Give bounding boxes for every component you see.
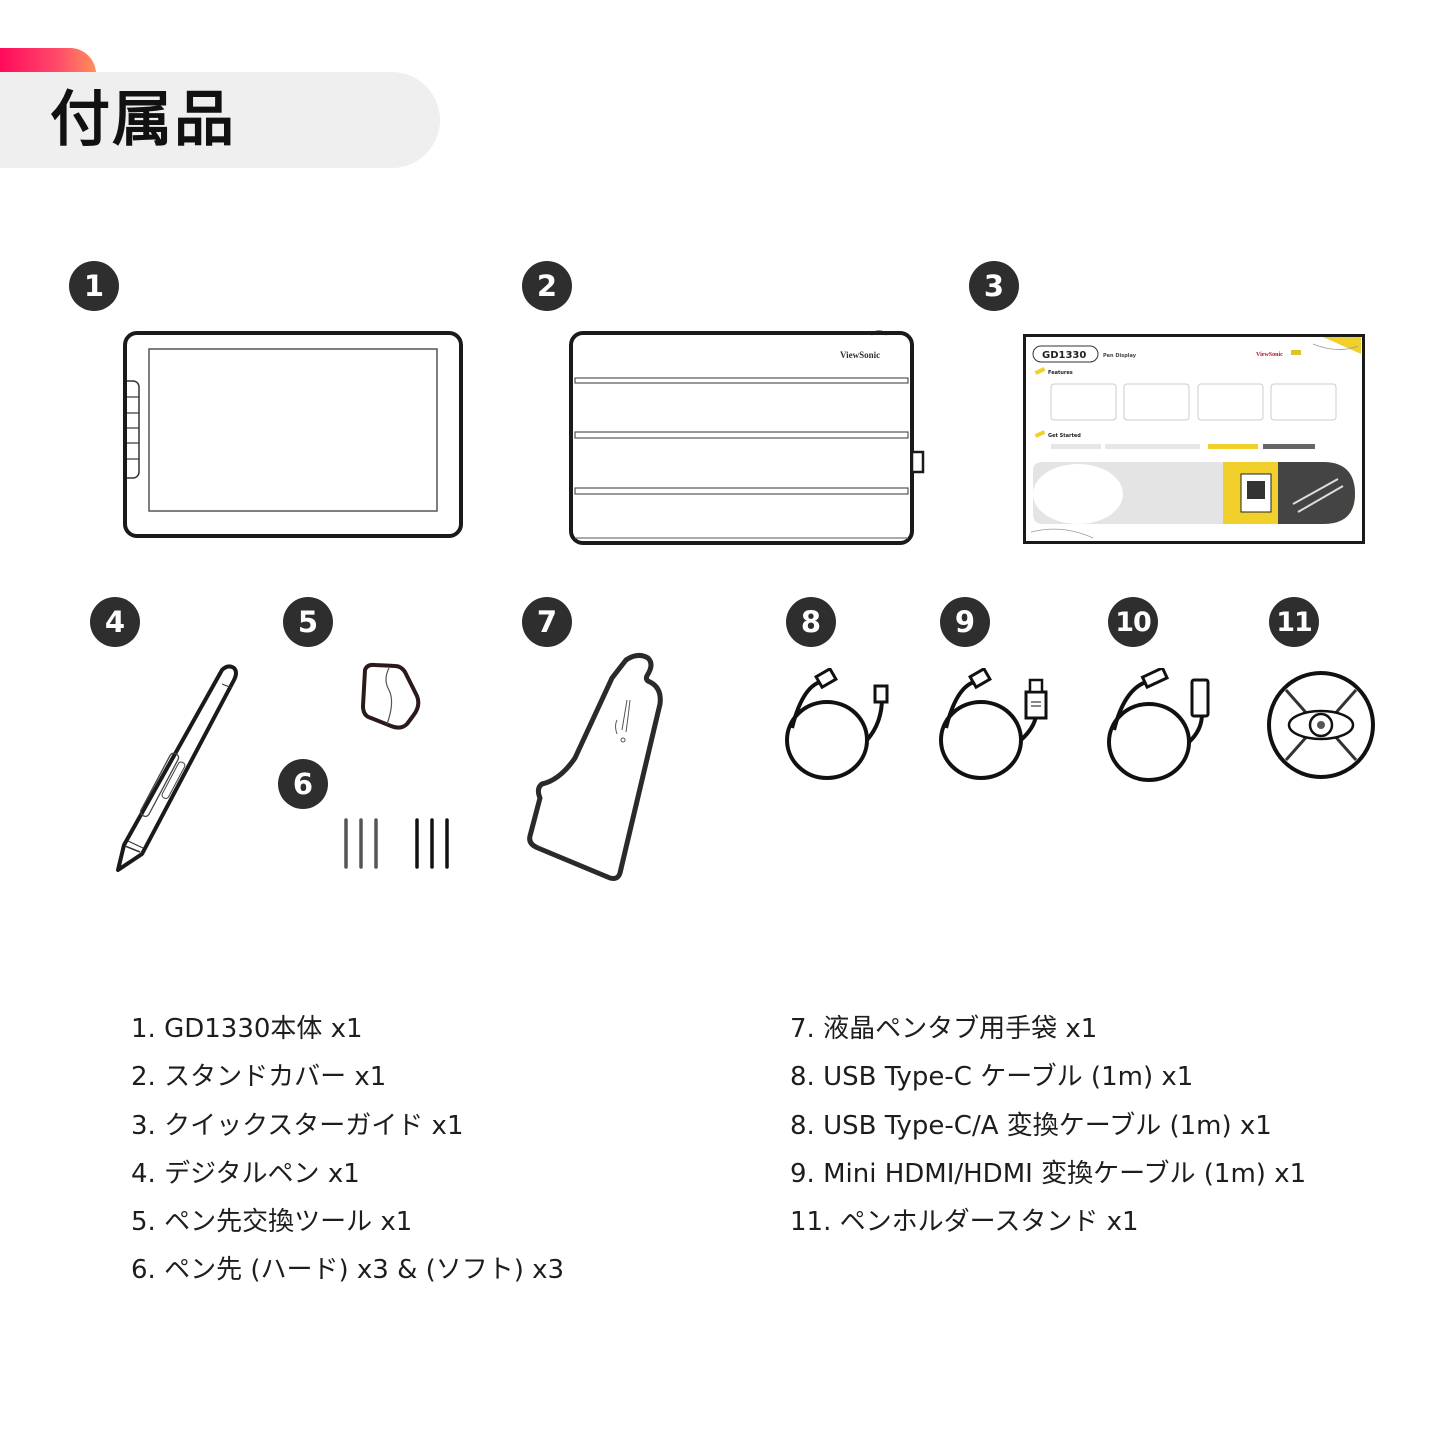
pen-holder-stand-illustration — [1267, 671, 1375, 779]
list-item: 1. GD1330本体 x1 — [131, 1014, 363, 1044]
badge-1: 1 — [69, 261, 119, 311]
badge-3: 3 — [969, 261, 1019, 311]
pen-display-illustration — [123, 331, 463, 538]
badge-5: 5 — [283, 597, 333, 647]
badge-4: 4 — [90, 597, 140, 647]
usb-c-cable-illustration — [785, 668, 889, 780]
badge-7: 7 — [522, 597, 572, 647]
nib-removal-tool-illustration — [361, 662, 421, 730]
digital-pen-illustration — [116, 664, 238, 872]
list-item: 11. ペンホルダースタンド x1 — [790, 1207, 1139, 1238]
quick-start-guide-illustration: GD1330 Pen Display ViewSonic Features Ge… — [1023, 334, 1365, 544]
badge-11: 11 — [1269, 597, 1319, 647]
svg-text:ViewSonic: ViewSonic — [1256, 352, 1283, 358]
list-item: 9. Mini HDMI/HDMI 変換ケーブル (1m) x1 — [790, 1158, 1307, 1189]
badge-10: 10 — [1108, 597, 1158, 647]
viewsonic-logo: ViewSonic — [840, 350, 880, 360]
page-title: 付属品 — [50, 85, 236, 155]
list-item: 5. ペン先交換ツール x1 — [131, 1207, 413, 1238]
list-item: 8. USB Type-C/A 変換ケーブル (1m) x1 — [790, 1110, 1272, 1141]
list-item: 8. USB Type-C ケーブル (1m) x1 — [790, 1062, 1194, 1093]
svg-text:GD1330: GD1330 — [1042, 350, 1086, 361]
badge-9: 9 — [940, 597, 990, 647]
badge-2: 2 — [522, 261, 572, 311]
list-item: 2. スタンドカバー x1 — [131, 1062, 387, 1093]
drawing-glove-illustration — [527, 652, 663, 881]
title-pill — [0, 72, 440, 168]
svg-text:Pen Display: Pen Display — [1103, 353, 1137, 359]
items-list-left: 1. GD1330本体 x1 2. スタンドカバー x1 3. クイックスターガ… — [131, 1005, 564, 1295]
svg-text:Get Started: Get Started — [1048, 433, 1081, 439]
mini-hdmi-cable-illustration — [1107, 668, 1210, 782]
stand-cover-illustration: ViewSonic — [569, 330, 925, 545]
replacement-nibs-illustration — [344, 818, 449, 869]
svg-text:Features: Features — [1048, 370, 1073, 376]
list-item: 3. クイックスターガイド x1 — [131, 1110, 464, 1141]
list-item: 4. デジタルペン x1 — [131, 1158, 360, 1189]
list-item: 6. ペン先 (ハード) x3 & (ソフト) x3 — [131, 1255, 565, 1286]
badge-6: 6 — [278, 759, 328, 809]
list-item: 7. 液晶ペンタブ用手袋 x1 — [790, 1014, 1098, 1044]
items-list-right: 7. 液晶ペンタブ用手袋 x1 8. USB Type-C ケーブル (1m) … — [790, 1005, 1306, 1246]
badge-8: 8 — [786, 597, 836, 647]
usb-c-to-a-cable-illustration — [939, 668, 1048, 780]
